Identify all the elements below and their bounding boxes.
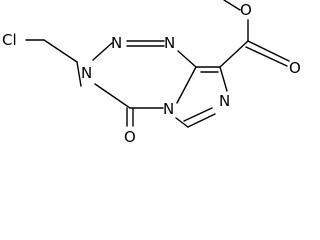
bond-c8a-n5 xyxy=(176,66,197,104)
bond-n1-c8a xyxy=(177,50,197,68)
n7-atom-label: N xyxy=(219,92,230,110)
bond-n7-c6-b xyxy=(183,107,213,122)
ester-carbonyl-oxygen-label: O xyxy=(289,59,301,77)
bond-ch2-ch2 xyxy=(43,39,78,63)
carbonyl-oxygen-label: O xyxy=(124,128,136,146)
bond-n3-n2 xyxy=(92,42,113,61)
bond-c4-n3 xyxy=(94,83,131,109)
n1-atom-label: N xyxy=(164,34,175,52)
n2-atom-label: N xyxy=(111,34,122,52)
bond-cester-o-b xyxy=(245,46,288,67)
bond-c8-n7 xyxy=(219,66,228,92)
bond-c6-n5 xyxy=(175,117,189,128)
chlorine-atom-label: Cl xyxy=(2,31,17,49)
bond-c8-cester xyxy=(219,40,249,68)
bond-n7-c6-a xyxy=(187,113,216,128)
ester-ether-oxygen-label: O xyxy=(240,1,252,19)
bond-cester-o-a xyxy=(247,40,290,62)
structure-svg: Cl N N N N N O O O xyxy=(2,0,301,146)
n3-atom-label: N xyxy=(81,64,92,82)
bond-oether-methyl xyxy=(223,0,241,11)
molecule-diagram: Cl N N N N N O O O xyxy=(2,0,301,146)
bond-ch2-n3 xyxy=(76,61,82,87)
n5-atom-label: N xyxy=(163,100,174,118)
